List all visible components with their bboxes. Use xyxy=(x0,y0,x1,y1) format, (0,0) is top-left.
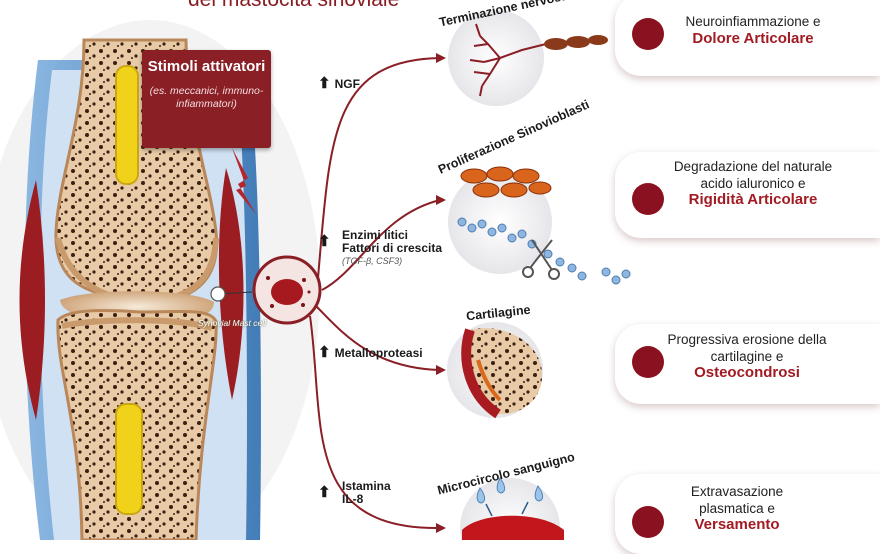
mediator-label: Istamina xyxy=(342,479,391,493)
mast-cell-label: Synovial Mast cell xyxy=(198,318,267,328)
bullet-dot-icon xyxy=(632,346,664,378)
bullet-dot-icon xyxy=(632,183,664,215)
microcirculation-circle xyxy=(460,477,564,540)
mediator-istamina: ⬆ Istamina IL-8 xyxy=(318,480,391,506)
mediator-label-2: IL-8 xyxy=(342,492,364,506)
result-text: Progressiva erosione della cartilagine e xyxy=(667,332,827,364)
stimoli-subtitle: (es. meccanici, immuno-infiammatori) xyxy=(149,85,264,110)
result-highlight: Rigidità Articolare xyxy=(688,191,818,208)
connector-arrowheads xyxy=(436,53,446,533)
up-arrow-icon: ⬆ xyxy=(318,484,331,501)
result-text: Degradazione del naturale acido ialuroni… xyxy=(673,159,833,191)
bullet-dot-icon xyxy=(632,506,664,538)
stimoli-box: Stimoli attivatori (es. meccanici, immun… xyxy=(142,50,271,148)
mediator-label-2: Fattori di crescita xyxy=(342,241,443,255)
synoviocyte-circle xyxy=(448,166,631,285)
result-text: Neuroinfiammazione e xyxy=(685,14,821,29)
mediator-label: Metalloproteasi xyxy=(334,346,423,360)
bullet-dot-icon xyxy=(632,18,664,50)
result-card-effusion: Extravasazione plasmatica e Versamento xyxy=(615,474,880,554)
mediator-ngf: ⬆NGF xyxy=(318,75,360,92)
diagram-canvas xyxy=(0,10,631,540)
result-highlight: Versamento xyxy=(694,516,780,533)
up-arrow-icon: ⬆ xyxy=(318,233,331,250)
joint-illustration xyxy=(19,38,261,540)
mediator-label: NGF xyxy=(334,77,360,91)
result-card-pain: Neuroinfiammazione e Dolore Articolare xyxy=(615,0,880,76)
connector-lines xyxy=(309,57,441,530)
mediator-sub: (TGF-β, CSF3) xyxy=(342,256,403,266)
up-arrow-icon: ⬆ xyxy=(318,344,331,361)
stimoli-title: Stimoli attivatori xyxy=(147,58,266,75)
cartilage-circle xyxy=(447,322,543,419)
mediator-label: Enzimi litici xyxy=(342,228,409,242)
up-arrow-icon: ⬆ xyxy=(318,75,331,92)
nerve-ending-circle xyxy=(448,10,608,106)
result-text: Extravasazione plasmatica e xyxy=(690,484,784,516)
mast-cell-callout xyxy=(210,255,322,325)
result-card-osteochondrosis: Progressiva erosione della cartilagine e… xyxy=(615,324,880,404)
mediator-metalloproteasi: ⬆Metalloproteasi xyxy=(318,344,423,361)
result-card-stiffness: Degradazione del naturale acido ialuroni… xyxy=(615,152,880,238)
result-highlight: Dolore Articolare xyxy=(692,29,814,47)
result-highlight: Osteocondrosi xyxy=(694,364,800,381)
page-title-fragment: del mastocita sinoviale xyxy=(188,0,399,12)
mediator-enzymes: ⬆ Enzimi litici Fattori di crescita (TGF… xyxy=(318,229,442,268)
